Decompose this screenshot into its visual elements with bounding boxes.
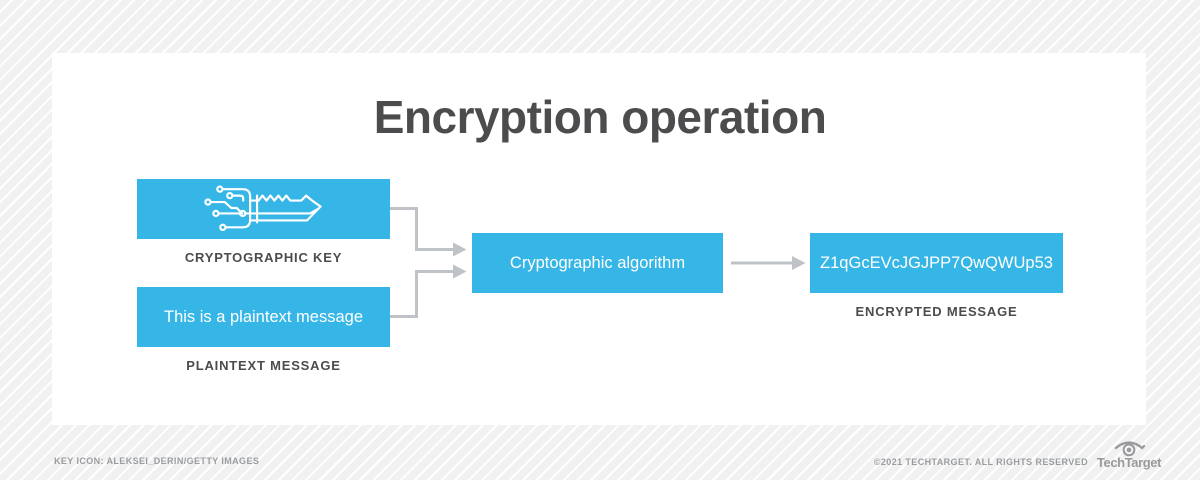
page-title: Encryption operation	[373, 91, 827, 143]
copyright-notice: ©2021 TECHTARGET. ALL RIGHTS RESERVED	[873, 457, 1088, 467]
encrypted-message-box: Z1qGcEVcJGJPP7QwQWUp53	[810, 233, 1063, 293]
circuit-key-icon	[204, 185, 322, 232]
techtarget-logo: TechTarget	[1096, 438, 1162, 470]
plaintext-message-box: This is a plaintext message	[137, 287, 390, 347]
plaintext-message-text: This is a plaintext message	[163, 307, 363, 326]
plaintext-message-caption: PLAINTEXT MESSAGE	[186, 358, 341, 373]
encrypted-message-caption: ENCRYPTED MESSAGE	[855, 304, 1018, 319]
cryptographic-algorithm-box: Cryptographic algorithm	[472, 233, 723, 293]
encrypted-message-text: Z1qGcEVcJGJPP7QwQWUp53	[820, 253, 1053, 272]
techtarget-wordmark: TechTarget	[1096, 455, 1162, 470]
image-credit: KEY ICON: ALEKSEI_DERIN/GETTY IMAGES	[54, 456, 260, 466]
techtarget-eye-icon	[1114, 441, 1146, 457]
cryptographic-key-caption: CRYPTOGRAPHIC KEY	[184, 250, 343, 265]
cryptographic-algorithm-text: Cryptographic algorithm	[509, 253, 686, 272]
cryptographic-key-box	[137, 179, 390, 239]
